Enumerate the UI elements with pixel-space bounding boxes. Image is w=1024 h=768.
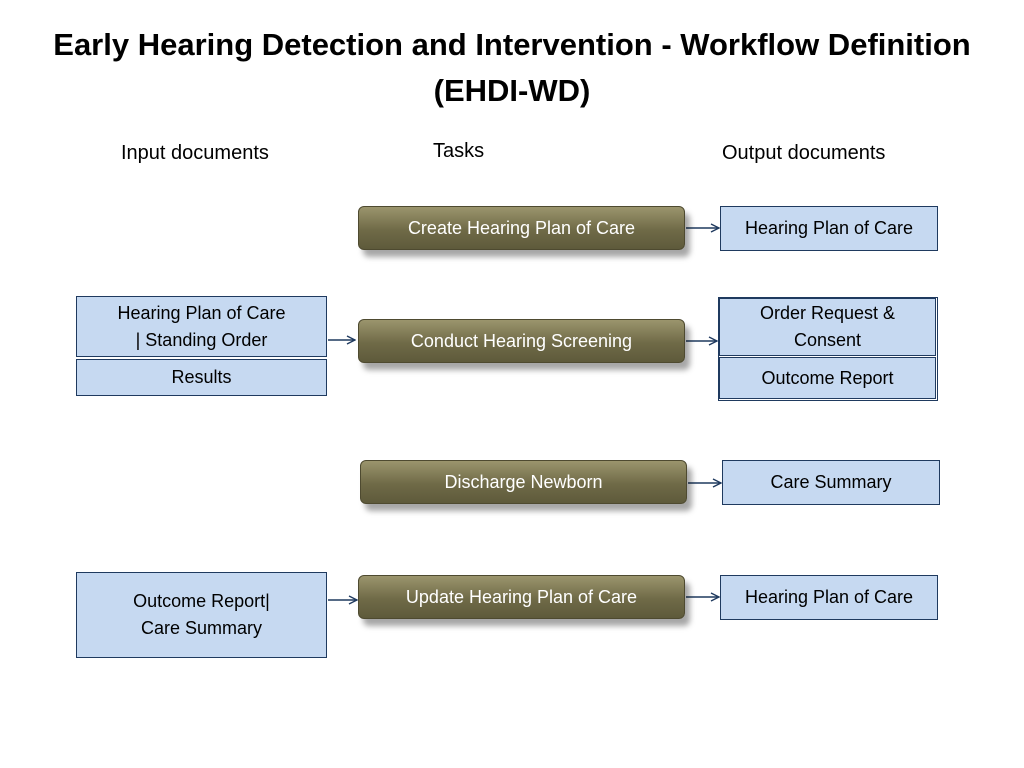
output-documents-header: Output documents [722,142,886,164]
output-doc-care-summary: Care Summary [722,460,940,505]
input-doc-line: Care Summary [140,618,262,638]
output-doc-line: Order Request & [759,303,896,323]
page-title: Early Hearing Detection and Intervention… [53,27,971,108]
input-doc-line: Hearing Plan of Care [117,302,286,323]
output-doc-group [718,297,938,401]
task-update-hearing-plan-of-care: Update Hearing Plan of Care [358,575,685,619]
output-doc-order-request-consent: Order Request & Consent [719,298,936,356]
input-doc-results: Results [76,359,327,396]
task-discharge-newborn: Discharge Newborn [360,460,687,504]
input-documents-header: Input documents [121,142,269,164]
output-doc-line: Consent [793,330,862,350]
input-doc-line: | Standing Order [135,329,268,350]
output-doc-outcome-report: Outcome Report [719,357,936,399]
tasks-header: Tasks [433,140,485,162]
output-doc-hearing-plan-of-care: Hearing Plan of Care [720,206,938,251]
output-doc-hearing-plan-of-care-updated: Hearing Plan of Care [720,575,938,620]
task-conduct-hearing-screening: Conduct Hearing Screening [358,319,685,363]
task-create-hearing-plan-of-care: Create Hearing Plan of Care [358,206,685,250]
input-doc-line: Outcome Report| [133,591,270,611]
input-doc-hearing-plan-standing-order: Hearing Plan of Care | Standing Order [76,296,327,357]
input-doc-outcome-report-care-summary: Outcome Report| Care Summary [76,572,327,658]
